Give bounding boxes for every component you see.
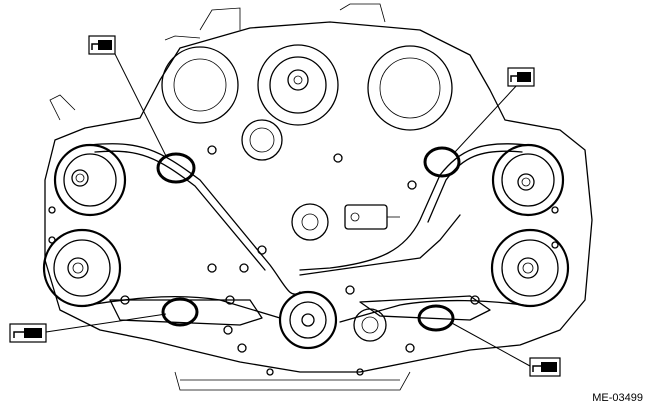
callout-ring-lower-right <box>417 304 455 332</box>
callout-ring-upper-left <box>156 152 196 184</box>
left-upper-cam-sprocket <box>53 143 127 217</box>
callout-ring-lower-left <box>161 297 199 327</box>
upper-pulleys <box>161 44 453 161</box>
right-lower-cam-sprocket <box>490 228 570 308</box>
figure-reference-code: ME-03499 <box>592 392 643 404</box>
bolts <box>48 145 559 376</box>
timing-belt <box>81 143 531 326</box>
grease-gun-icon <box>507 67 535 87</box>
crankshaft-sprocket <box>278 290 338 350</box>
leader-lines <box>45 53 531 367</box>
grease-gun-icon <box>88 35 116 55</box>
grease-gun-icon <box>529 357 561 377</box>
idler-pulley-center <box>291 203 329 241</box>
right-upper-cam-sprocket <box>491 143 565 217</box>
engine-block <box>44 3 593 391</box>
left-lower-cam-sprocket <box>42 228 122 308</box>
callout-rings <box>156 146 461 332</box>
grease-gun-icon <box>9 323 47 343</box>
callout-ring-upper-right <box>423 146 461 178</box>
belt-tensioner <box>344 204 400 230</box>
